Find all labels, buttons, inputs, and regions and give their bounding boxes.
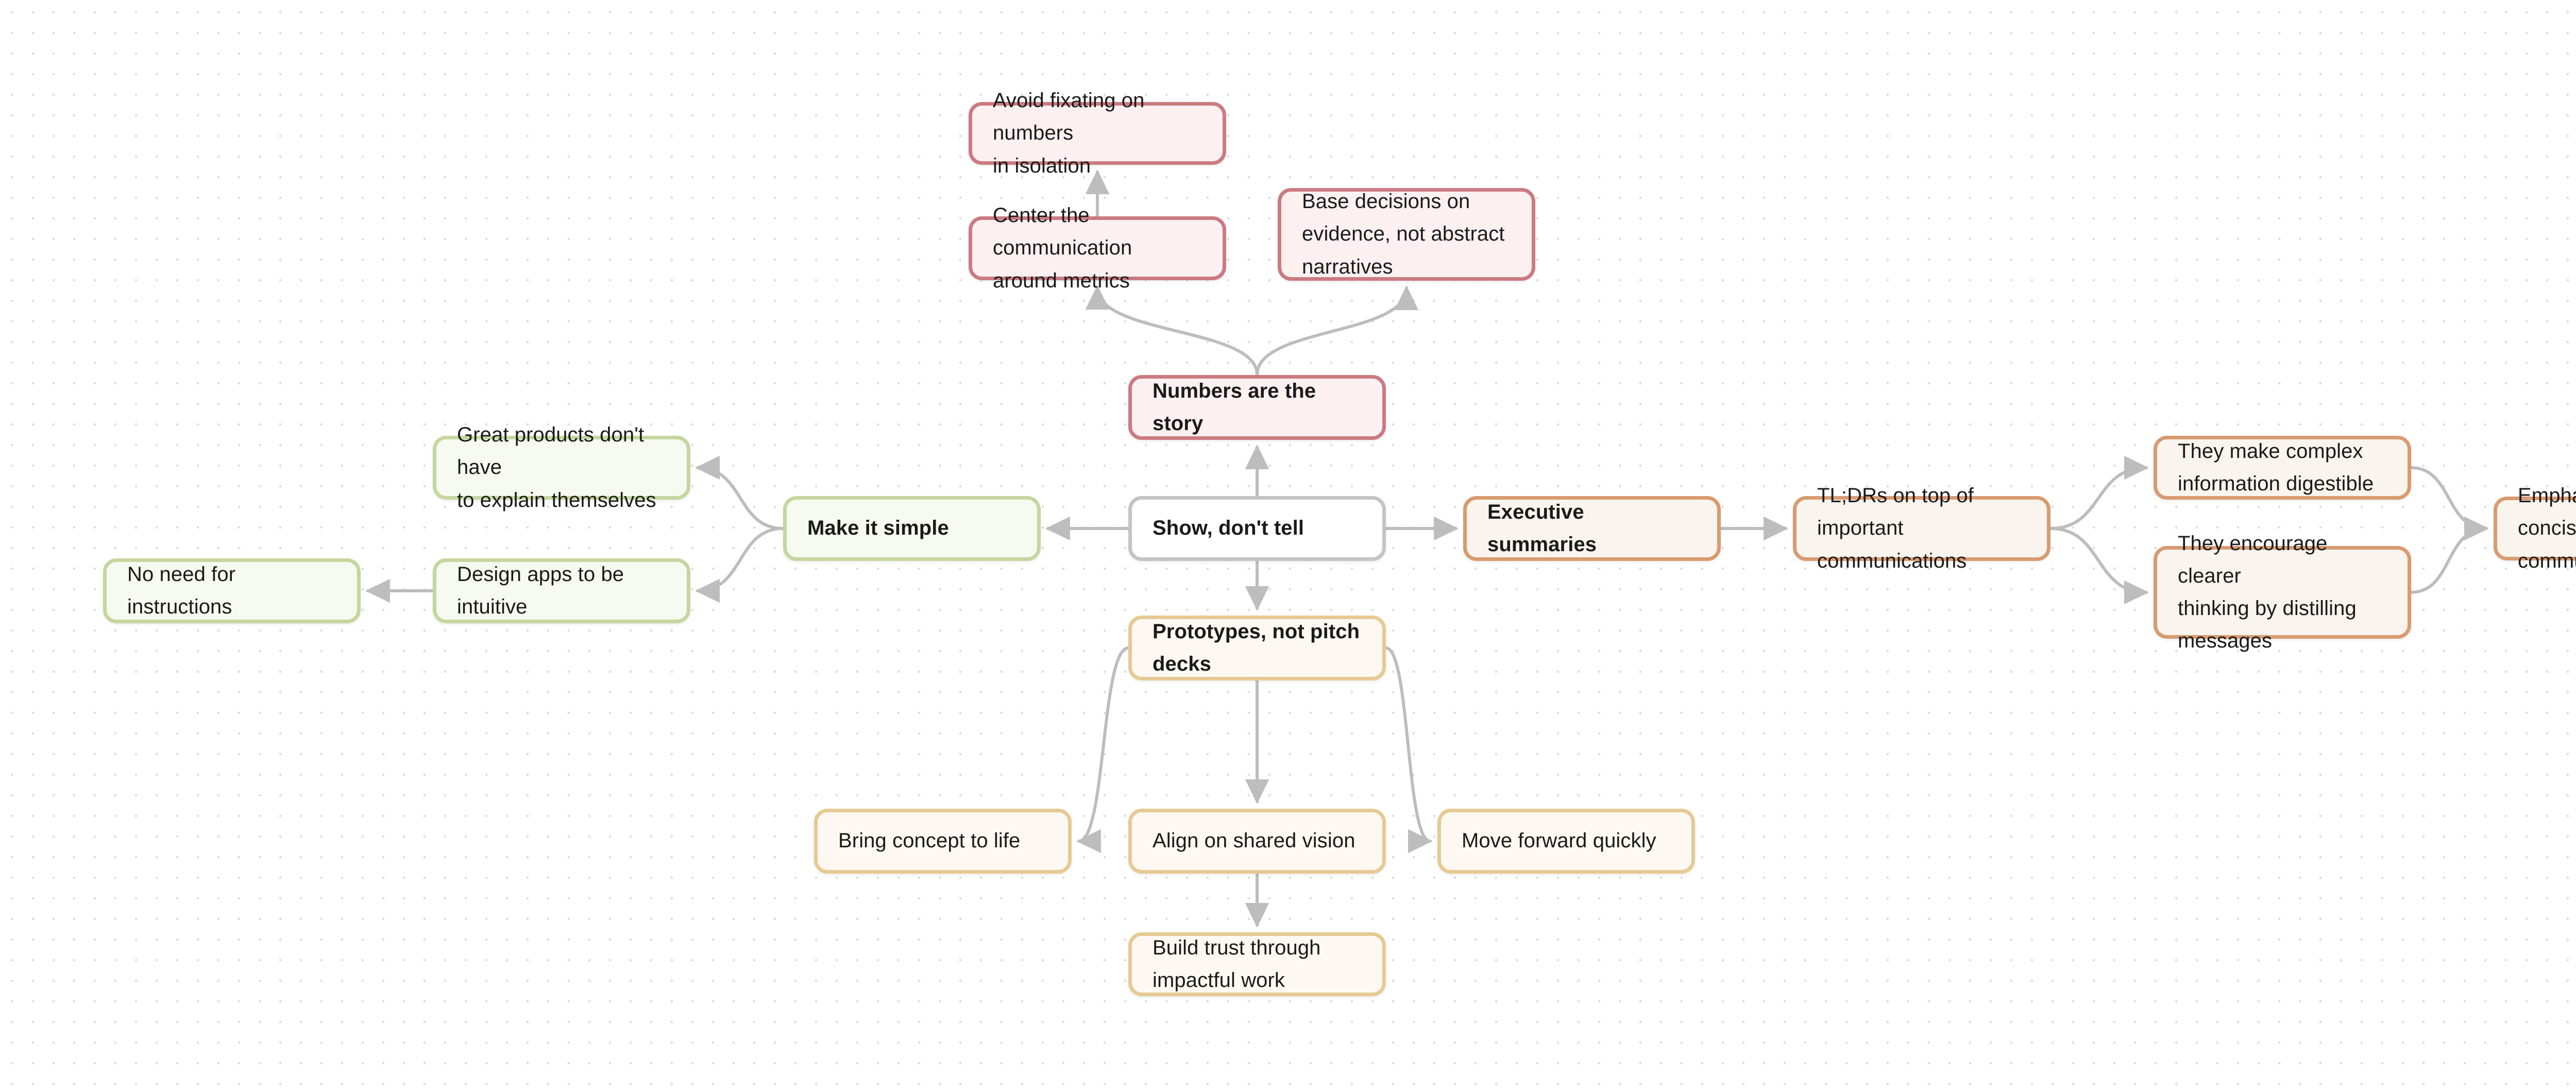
node-label-move-forward: Move forward quickly xyxy=(1462,829,1656,852)
edge-tldrs-to-make-complex xyxy=(2049,455,2149,530)
node-label-avoid-fixating: Avoid fixating on numbers in isolation xyxy=(993,89,1145,177)
node-emphasize-clear[interactable]: Emphasize clear, concise communication xyxy=(2494,484,2576,572)
edge-prototypes-to-bring-concept xyxy=(1076,646,1130,854)
node-bring-concept[interactable]: Bring concept to life xyxy=(814,809,1072,874)
node-encourage-clearer[interactable]: They encourage clearer thinking by disti… xyxy=(2154,532,2411,652)
node-label-numbers: Numbers are the story xyxy=(1153,379,1316,435)
node-label-emphasize-clear: Emphasize clear, concise communication xyxy=(2518,484,2576,572)
node-label-align-vision: Align on shared vision xyxy=(1153,829,1355,852)
edge-make-complex-to-emphasize-clear xyxy=(2410,466,2489,541)
node-label-bring-concept: Bring concept to life xyxy=(838,829,1021,852)
node-move-forward[interactable]: Move forward quickly xyxy=(1437,809,1695,874)
node-make-complex[interactable]: They make complex information digestible xyxy=(2154,436,2411,500)
node-exec-summaries[interactable]: Executive summaries xyxy=(1463,496,1721,561)
node-align-vision[interactable]: Align on shared vision xyxy=(1128,809,1386,874)
edge-numbers-to-center-metrics xyxy=(1085,285,1259,377)
node-no-instructions[interactable]: No need for instructions xyxy=(103,558,361,623)
node-label-encourage-clearer: They encourage clearer thinking by disti… xyxy=(2178,532,2357,653)
node-label-make-simple: Make it simple xyxy=(807,517,949,540)
node-label-build-trust: Build trust through impactful work xyxy=(1153,936,1321,992)
node-center-metrics[interactable]: Center the communication around metrics xyxy=(969,204,1226,292)
node-label-design-intuitive: Design apps to be intuitive xyxy=(457,562,624,618)
node-label-tldrs: TL;DRs on top of important communication… xyxy=(1817,484,1974,572)
node-great-products[interactable]: Great products don't have to explain the… xyxy=(433,423,690,511)
edge-make-simple-to-great-products xyxy=(695,455,785,530)
node-label-exec-summaries: Executive summaries xyxy=(1487,500,1597,556)
node-label-base-decisions: Base decisions on evidence, not abstract… xyxy=(1302,190,1505,278)
node-label-no-instructions: No need for instructions xyxy=(127,562,236,618)
node-make-simple[interactable]: Make it simple xyxy=(783,496,1041,561)
edge-numbers-to-base-decisions xyxy=(1256,285,1419,377)
node-design-intuitive[interactable]: Design apps to be intuitive xyxy=(433,558,690,623)
edge-tldrs-to-encourage-clearer xyxy=(2049,527,2149,605)
node-avoid-fixating[interactable]: Avoid fixating on numbers in isolation xyxy=(969,89,1226,177)
node-label-great-products: Great products don't have to explain the… xyxy=(457,423,656,511)
node-hub[interactable]: Show, don't tell xyxy=(1128,496,1386,561)
edge-encourage-clearer-to-emphasize-clear xyxy=(2410,516,2489,594)
node-numbers[interactable]: Numbers are the story xyxy=(1128,375,1386,440)
node-base-decisions[interactable]: Base decisions on evidence, not abstract… xyxy=(1278,188,1535,281)
node-label-make-complex: They make complex information digestible xyxy=(2178,439,2374,495)
node-prototypes[interactable]: Prototypes, not pitch decks xyxy=(1128,616,1386,680)
edge-make-simple-to-design-intuitive xyxy=(695,527,785,603)
node-build-trust[interactable]: Build trust through impactful work xyxy=(1128,932,1386,996)
node-label-hub: Show, don't tell xyxy=(1153,517,1304,540)
node-tldrs[interactable]: TL;DRs on top of important communication… xyxy=(1793,484,2050,572)
edge-prototypes-to-move-forward xyxy=(1384,646,1433,854)
node-label-prototypes: Prototypes, not pitch decks xyxy=(1153,620,1360,675)
node-label-center-metrics: Center the communication around metrics xyxy=(993,204,1132,292)
